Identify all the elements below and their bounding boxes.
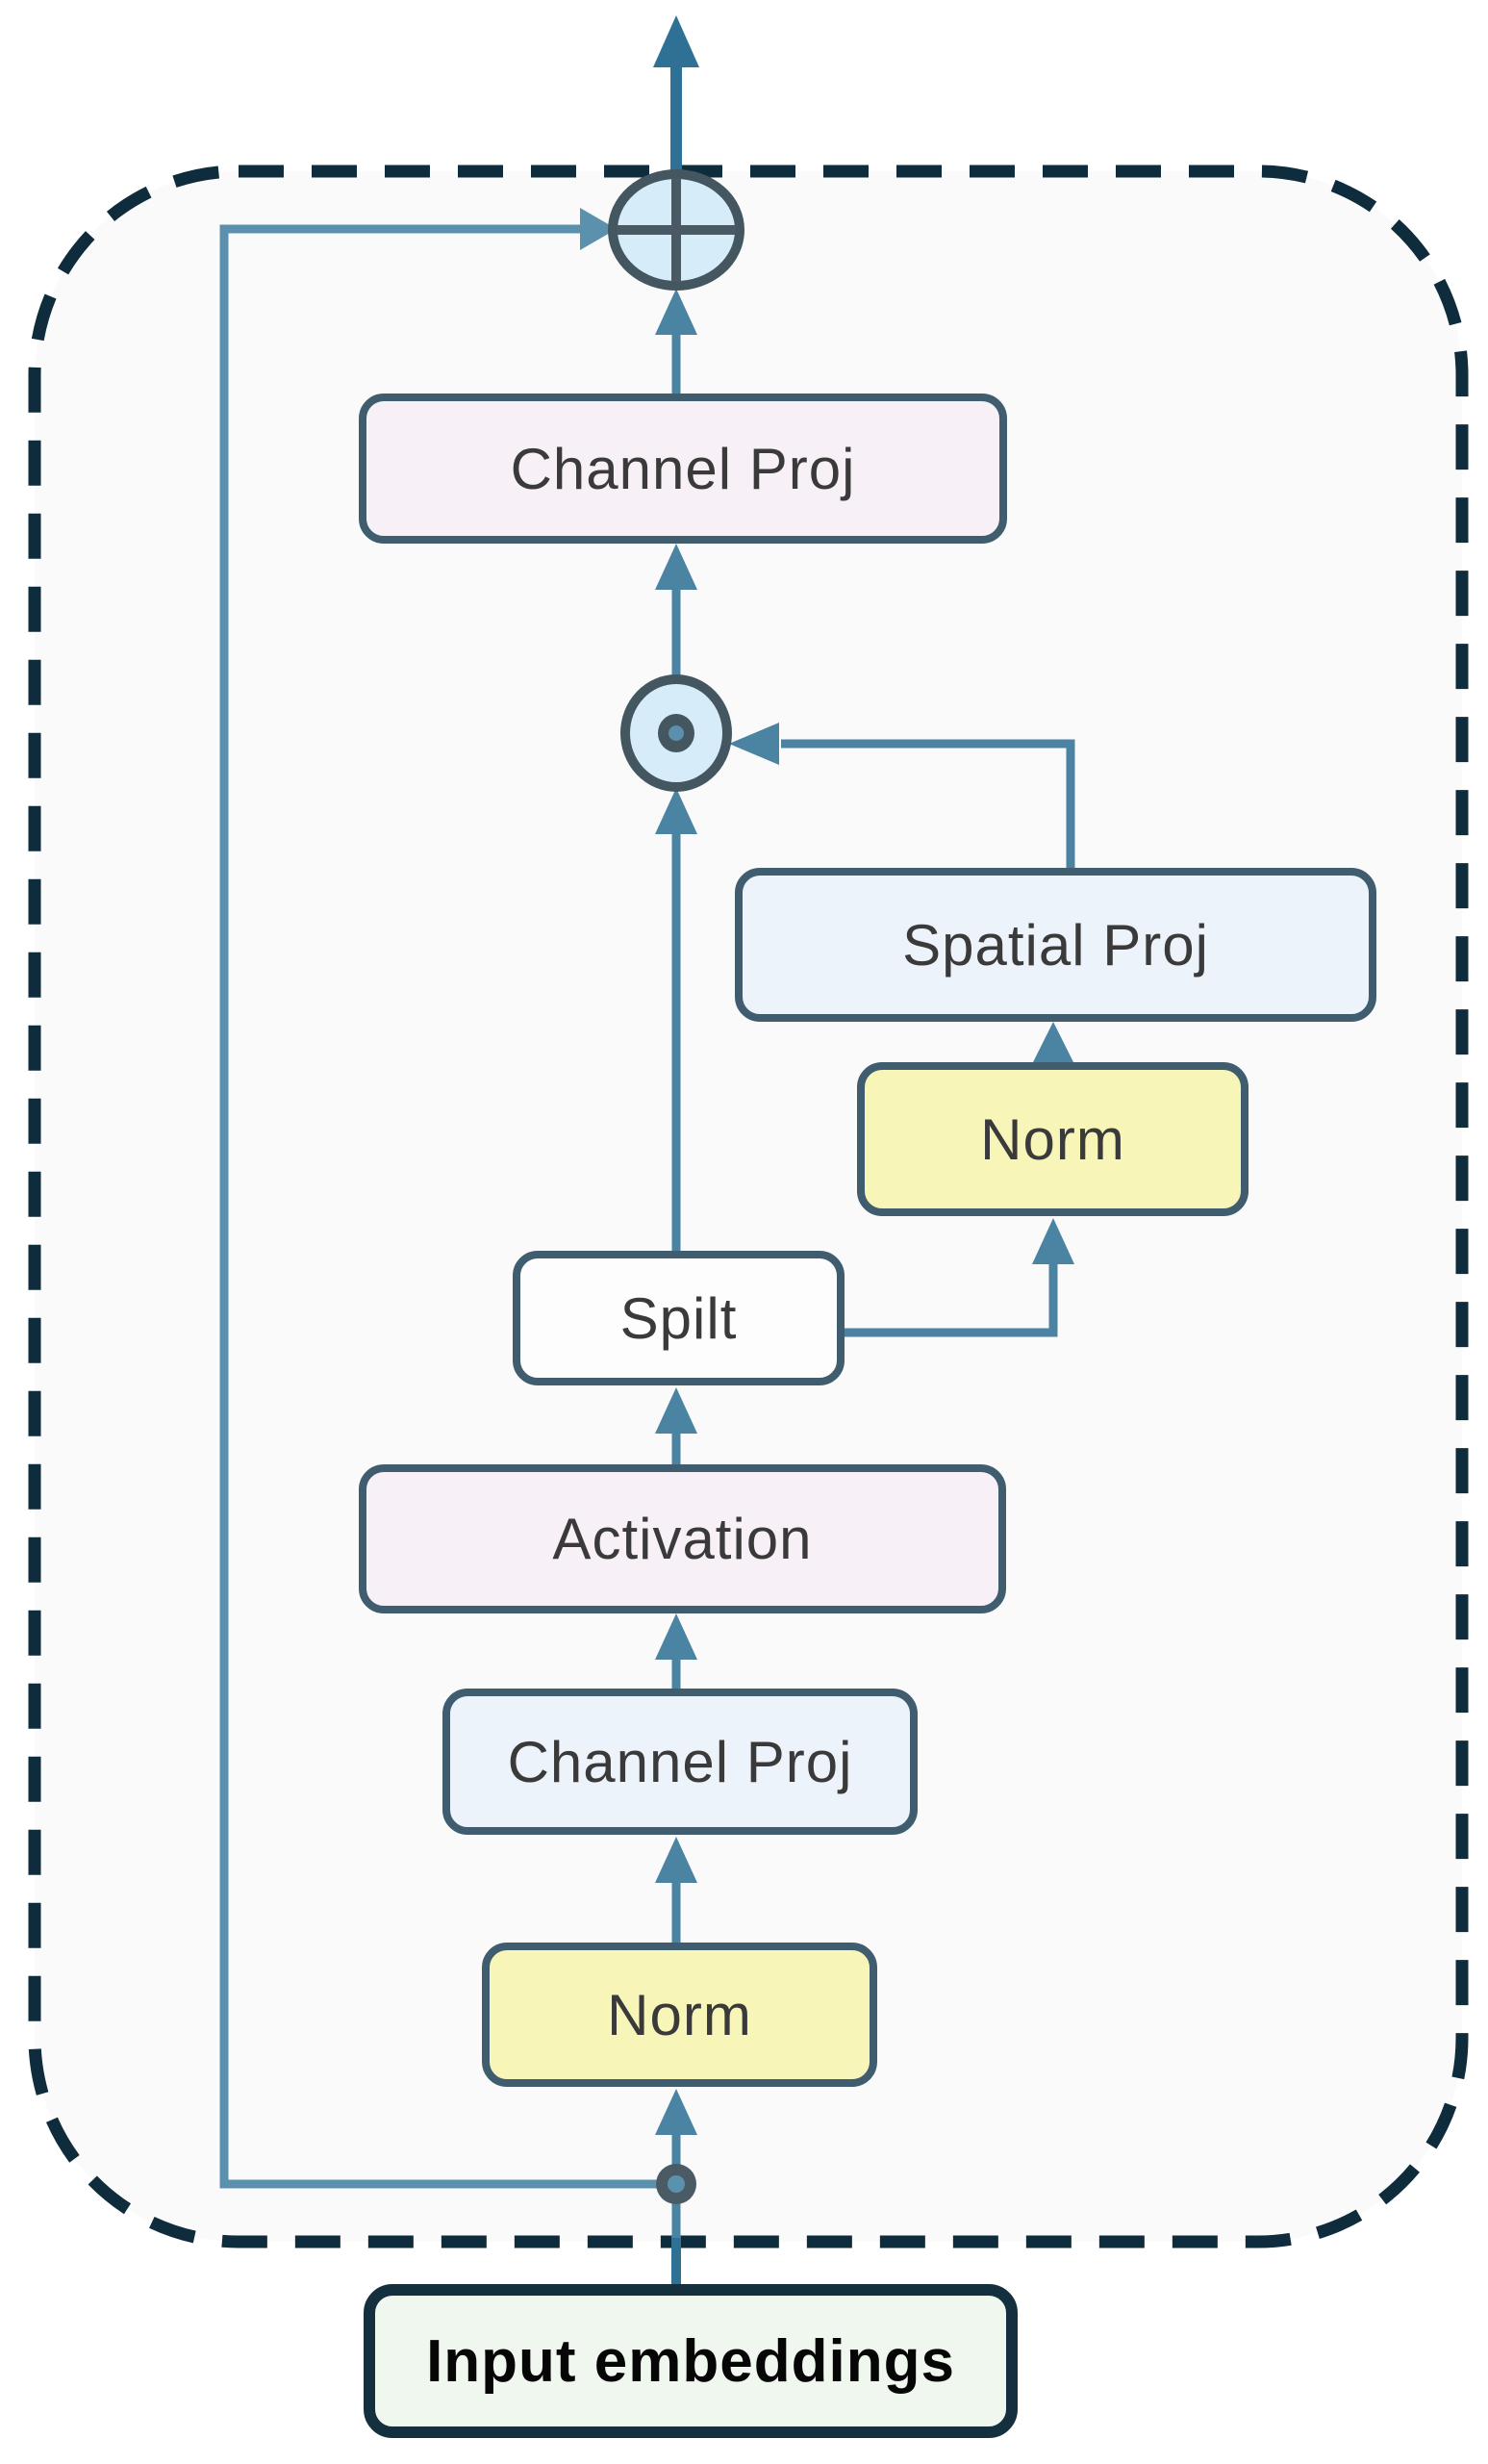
arrow-normb-to-channelprojb-head	[655, 1837, 697, 1883]
arrow-spilt-to-mul-head	[655, 788, 697, 834]
arrow-spatial-to-mul-head	[729, 723, 779, 765]
node-label: Spatial Proj	[902, 912, 1209, 978]
arrow-spilt-to-norm-line	[840, 1260, 1058, 1337]
node-label: Norm	[607, 1982, 752, 2047]
node-channel-proj-bottom: Channel Proj	[442, 1689, 918, 1835]
arrow-input-to-normb-head	[655, 2089, 697, 2135]
arrow-spatial-to-mul-line	[781, 739, 1075, 868]
skip-junction-dot-center	[668, 2175, 685, 2193]
multiply-operator-icon	[620, 674, 732, 792]
node-input-embeddings: Input embeddings	[364, 2284, 1018, 2438]
arrow-activation-to-spilt-head	[655, 1387, 697, 1434]
arrow-norm-to-spatial-head	[1032, 1022, 1074, 1064]
node-activation: Activation	[359, 1464, 1006, 1613]
arrow-spilt-to-norm-head	[1032, 1218, 1074, 1264]
node-label: Channel Proj	[510, 436, 856, 501]
dashed-block-container	[28, 165, 1469, 2248]
node-label: Input embeddings	[426, 2327, 955, 2395]
add-operator-icon	[608, 169, 744, 291]
node-spatial-proj: Spatial Proj	[735, 868, 1376, 1022]
skip-connection-line	[219, 224, 676, 2189]
arrow-mul-to-channelproj-head	[655, 544, 697, 590]
node-label: Norm	[980, 1106, 1125, 1172]
node-spilt: Spilt	[513, 1251, 845, 1385]
skip-arrowhead	[580, 208, 617, 250]
node-norm-right: Norm	[857, 1062, 1248, 1216]
node-norm-bottom: Norm	[482, 1943, 877, 2087]
arrow-channelproj-to-add-head	[655, 289, 697, 335]
output-arrowhead	[653, 15, 699, 67]
node-label: Spilt	[619, 1285, 738, 1351]
node-label: Channel Proj	[507, 1729, 853, 1794]
node-channel-proj-top: Channel Proj	[359, 394, 1007, 544]
node-label: Activation	[552, 1507, 813, 1571]
arrow-channelprojb-to-activation-head	[655, 1613, 697, 1660]
